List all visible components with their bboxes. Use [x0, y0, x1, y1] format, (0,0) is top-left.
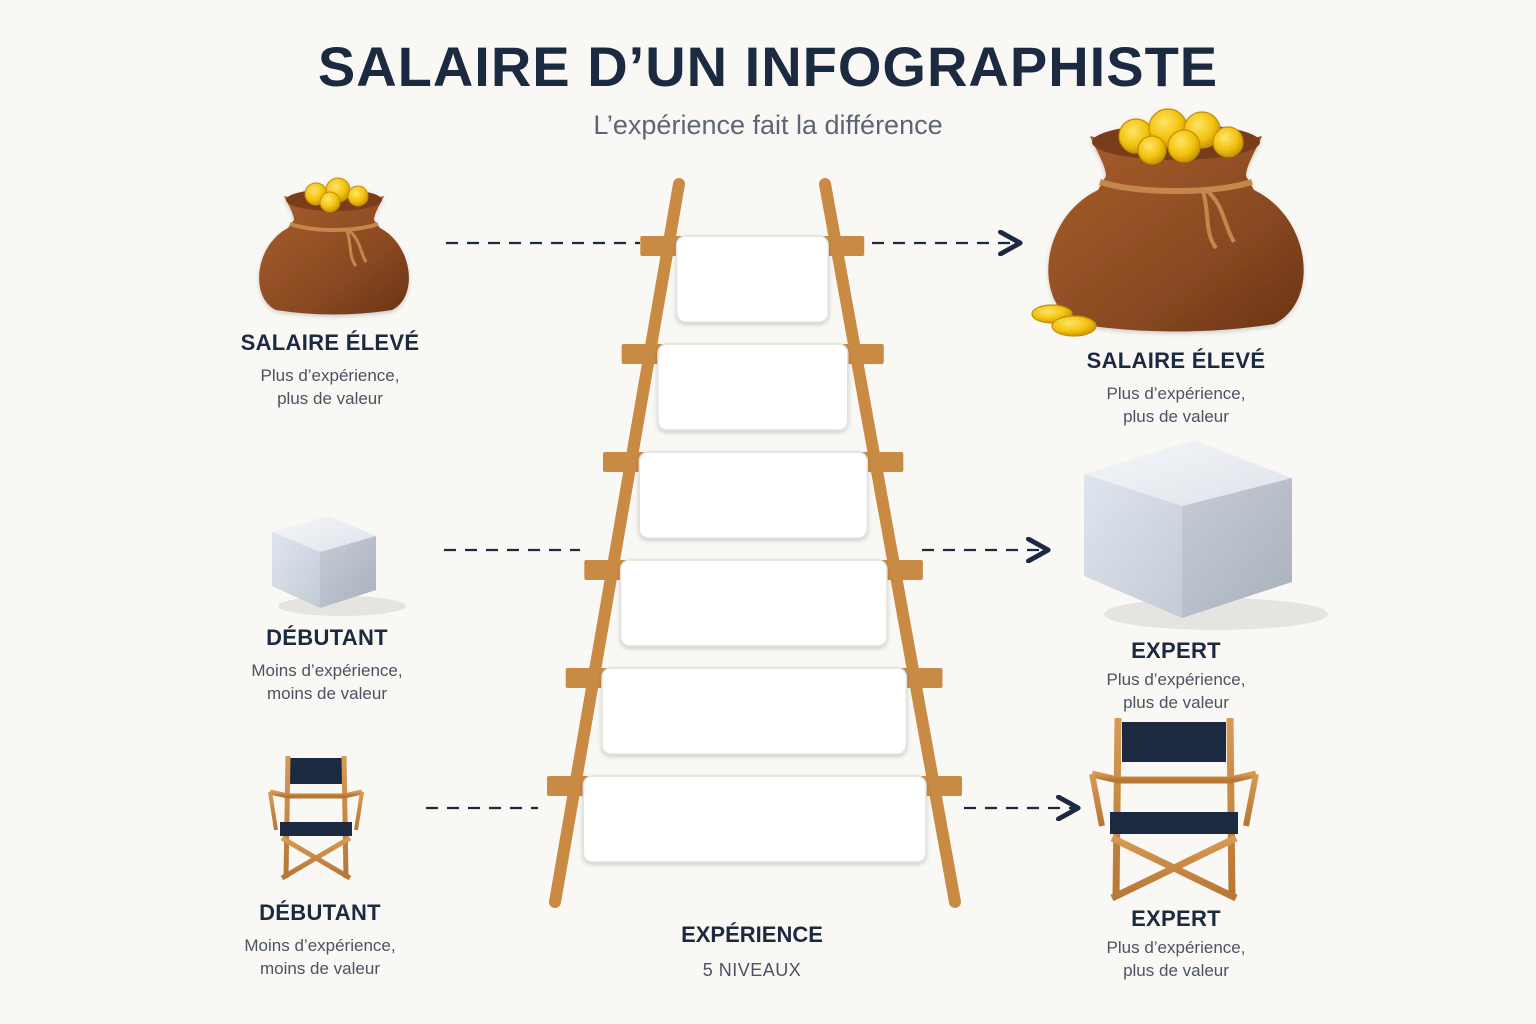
- money-bag-icon: [259, 177, 409, 315]
- label-description: Plus d’expérience, plus de valeur: [1076, 936, 1276, 982]
- label-description: Moins d’expérience, moins de valeur: [227, 659, 427, 705]
- ladder-step: [601, 667, 908, 755]
- label-title: EXPERT: [1131, 906, 1221, 931]
- page-title: SALAIRE D’UN INFOGRAPHISTE: [317, 35, 1219, 98]
- ladder-step: [657, 343, 849, 431]
- label-left-bottom: DÉBUTANT Moins d’expérience, moins de va…: [220, 900, 420, 980]
- ladder-step: [638, 451, 869, 539]
- label-desc-line: moins de valeur: [266, 684, 387, 703]
- label-desc-line: Moins d’expérience,: [244, 936, 396, 955]
- ladder-step: [675, 235, 829, 323]
- label-desc-line: Plus d’expérience,: [1106, 384, 1246, 403]
- label-title: DÉBUTANT: [266, 625, 388, 650]
- cube-icon: [1084, 440, 1328, 630]
- coin-icon: [1031, 304, 1097, 337]
- axis-title: EXPÉRIENCE: [681, 922, 823, 947]
- cube-icon: [272, 516, 406, 616]
- label-desc-line: Plus d’expérience,: [1106, 670, 1246, 689]
- label-description: Moins d’expérience, moins de valeur: [220, 934, 420, 980]
- label-description: Plus d’expérience, plus de valeur: [1076, 382, 1276, 428]
- label-right-bottom: EXPERT Plus d’expérience, plus de valeur: [1076, 906, 1276, 982]
- label-title: DÉBUTANT: [259, 900, 381, 925]
- label-right-top: SALAIRE ÉLEVÉ Plus d’expérience, plus de…: [1076, 348, 1276, 428]
- label-title: SALAIRE ÉLEVÉ: [240, 330, 420, 355]
- money-bag-icon: [1048, 108, 1304, 332]
- ladder-steps: [582, 235, 927, 863]
- label-title: EXPERT: [1131, 638, 1221, 663]
- label-description: Plus d’expérience, plus de valeur: [230, 364, 430, 410]
- label-desc-line: Moins d’expérience,: [251, 661, 403, 680]
- label-left-mid: DÉBUTANT Moins d’expérience, moins de va…: [227, 625, 427, 705]
- label-desc-line: plus de valeur: [1123, 961, 1229, 980]
- label-desc-line: Plus d’expérience,: [1106, 938, 1246, 957]
- label-description: Plus d’expérience, plus de valeur: [1076, 668, 1276, 714]
- label-desc-line: moins de valeur: [259, 959, 380, 978]
- director-chair-icon: [268, 755, 364, 881]
- axis-subtitle: 5 NIVEAUX: [702, 960, 802, 980]
- connectors: [426, 243, 1076, 808]
- label-title: SALAIRE ÉLEVÉ: [1086, 348, 1266, 373]
- axis-label: EXPÉRIENCE 5 NIVEAUX: [652, 922, 852, 981]
- label-desc-line: Plus d’expérience,: [260, 366, 400, 385]
- label-right-mid: EXPERT Plus d’expérience, plus de valeur: [1076, 638, 1276, 714]
- ladder-step: [582, 775, 927, 863]
- director-chair-icon: [1089, 717, 1259, 902]
- ladder-step: [619, 559, 888, 647]
- page-subtitle: L’expérience fait la différence: [593, 110, 943, 140]
- label-left-top: SALAIRE ÉLEVÉ Plus d’expérience, plus de…: [230, 330, 430, 410]
- ladder: [547, 178, 962, 908]
- label-desc-line: plus de valeur: [1123, 407, 1229, 426]
- label-desc-line: plus de valeur: [1123, 693, 1229, 712]
- label-desc-line: plus de valeur: [277, 389, 383, 408]
